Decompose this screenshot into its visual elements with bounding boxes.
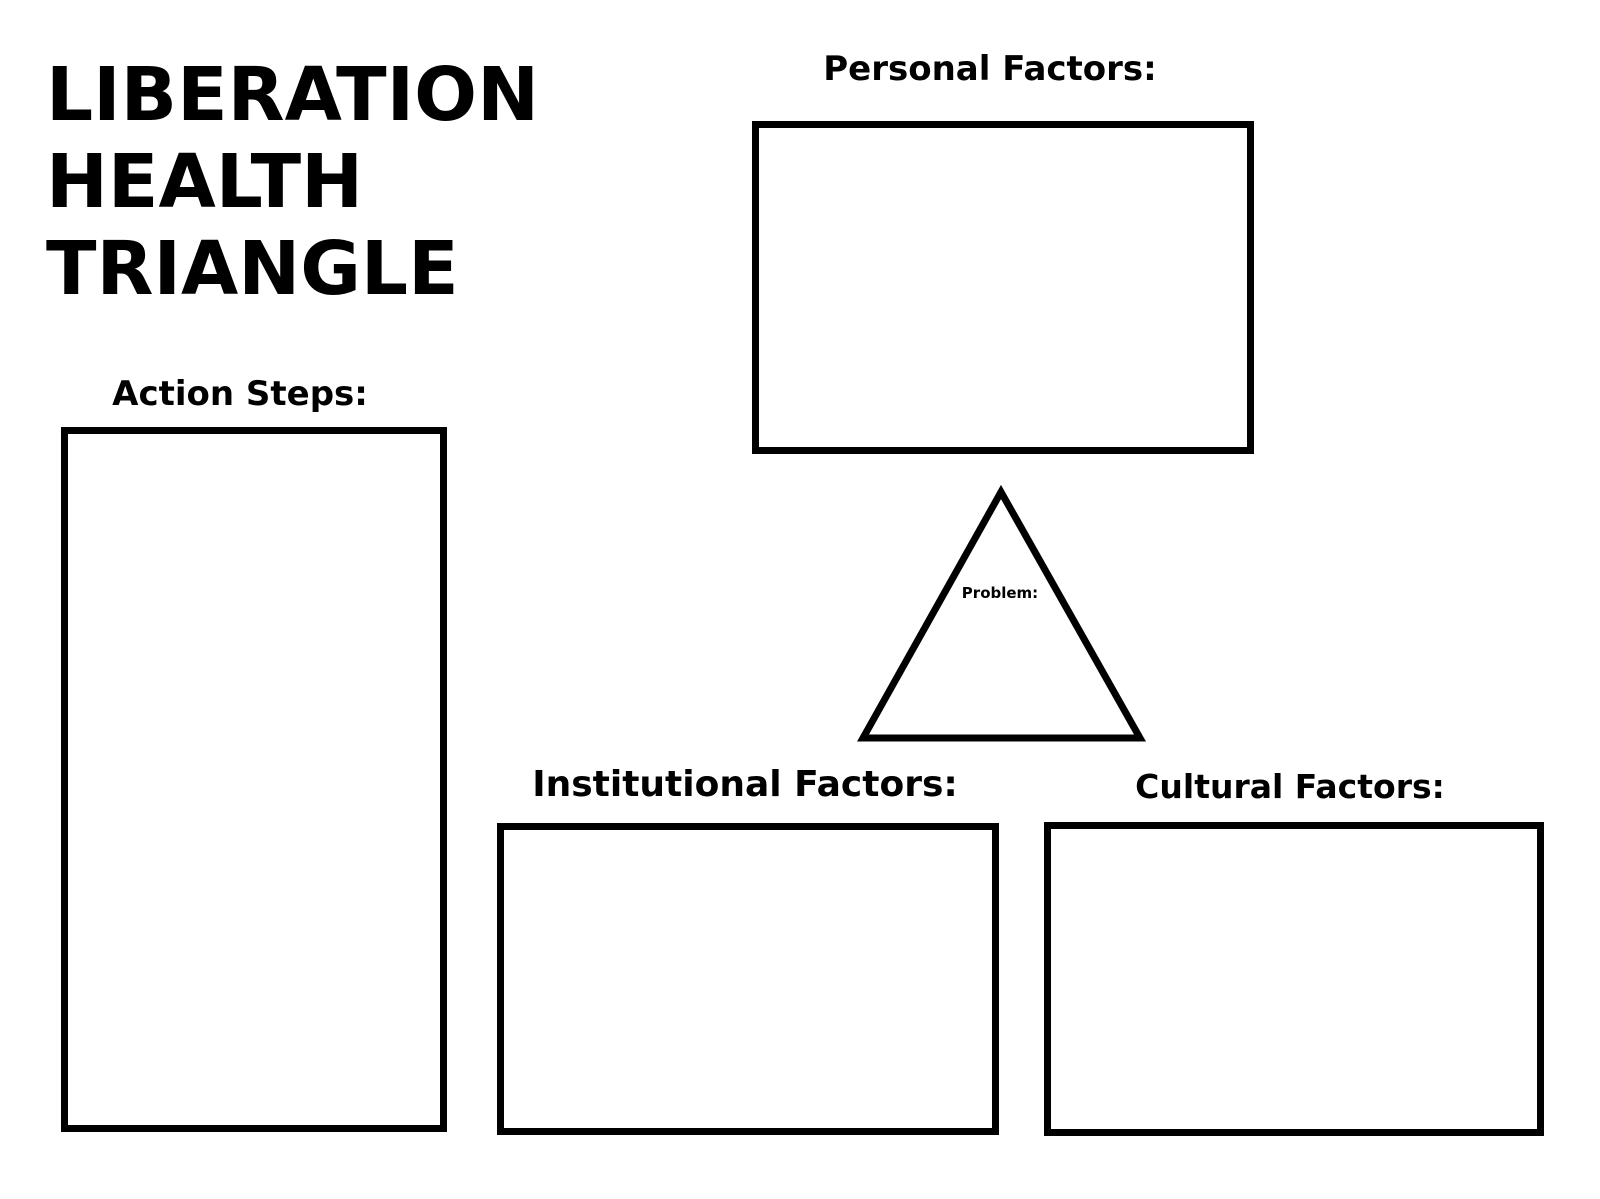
institutional-factors-box[interactable] xyxy=(497,823,999,1135)
title-line-1: LIBERATION xyxy=(46,52,539,138)
personal-factors-label: Personal Factors: xyxy=(823,49,1157,89)
cultural-factors-label: Cultural Factors: xyxy=(1135,767,1445,806)
institutional-factors-label: Institutional Factors: xyxy=(532,764,958,805)
action-steps-box[interactable] xyxy=(61,427,447,1132)
title-line-3: TRIANGLE xyxy=(46,226,459,312)
personal-factors-box[interactable] xyxy=(752,121,1254,454)
problem-label: Problem: xyxy=(961,584,1039,602)
cultural-factors-box[interactable] xyxy=(1044,822,1544,1136)
problem-triangle[interactable] xyxy=(850,480,1150,742)
worksheet-title: LIBERATION HEALTH TRIANGLE xyxy=(46,52,539,313)
action-steps-label: Action Steps: xyxy=(112,374,368,414)
problem-triangle-outline xyxy=(857,484,1146,742)
title-line-2: HEALTH xyxy=(46,139,364,225)
